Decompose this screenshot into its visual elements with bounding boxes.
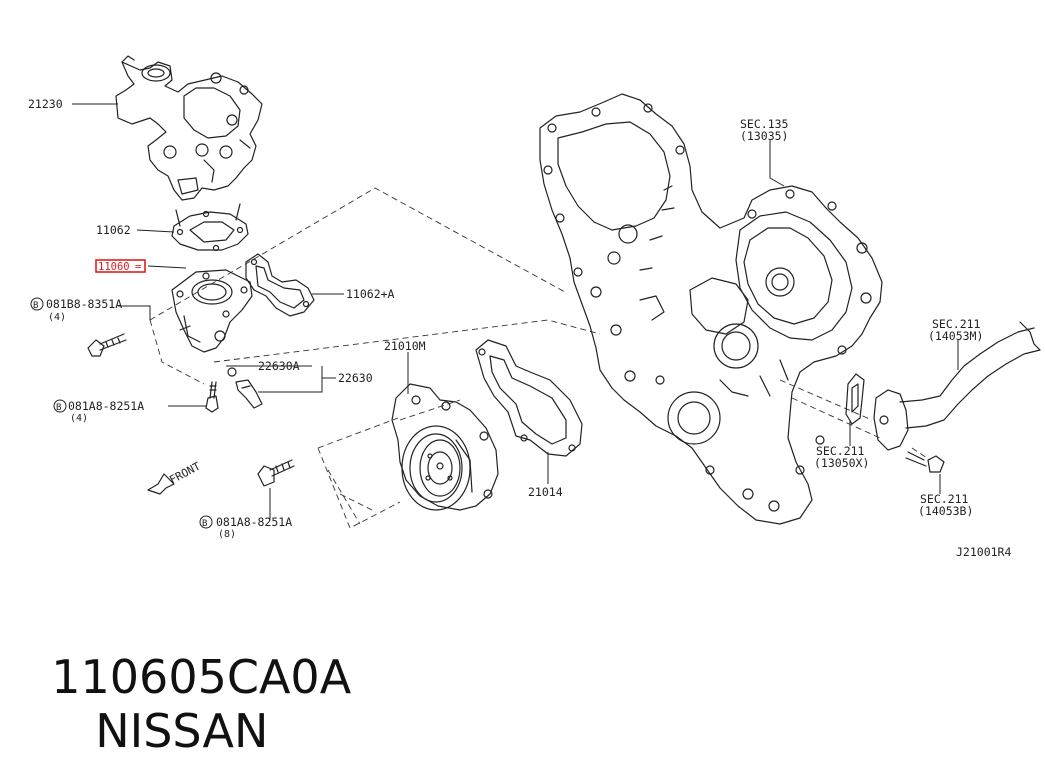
timing-cover-sec135 [539, 93, 883, 525]
label-bolt-081a8-top-qty: (4) [70, 413, 88, 424]
label-sec211-b-sub: (13050X) [814, 456, 869, 470]
label-bolt-081a8-top: 081A8-8251A [68, 399, 144, 413]
water-pump-21010m [391, 383, 499, 511]
label-11060: 11060 [98, 261, 130, 273]
label-21230: 21230 [28, 97, 63, 111]
gasket-11062 [171, 210, 249, 252]
temperature-sensor-22630 [227, 367, 263, 409]
bolt-081b8 [87, 333, 127, 357]
label-bolt-081a8-top-prefix: B [56, 403, 61, 413]
water-outlet-21230 [115, 55, 263, 227]
label-sec211-c-sub: (14053B) [918, 504, 973, 518]
label-11060-suffix: = [135, 261, 141, 273]
label-sec211-a-sub: (14053M) [928, 329, 983, 343]
gasket-21014 [475, 339, 583, 457]
label-21010m: 21010M [384, 339, 426, 353]
thermostat-housing-11060 [171, 269, 253, 353]
front-arrow [147, 473, 175, 495]
label-bolt-081b8: 081B8-8351A [46, 297, 122, 311]
parts-diagram: 21230 11062 11060 = 11062+A B 081B8-8351… [28, 55, 1041, 559]
label-sec211-c: SEC.211 [920, 492, 969, 506]
label-bolt-081b8-prefix: B [33, 301, 38, 311]
part-number: 110605CA0A [51, 650, 352, 704]
label-11062: 11062 [96, 223, 131, 237]
label-21014: 21014 [528, 485, 563, 499]
label-sec135-sub: (13035) [740, 129, 788, 143]
highlight-box-11060 [95, 259, 146, 273]
bolt-081a8-bottom [257, 459, 295, 487]
assembly-dashed-lines [149, 187, 931, 529]
label-11062-a: 11062+A [346, 287, 395, 301]
gasket-13050x [845, 373, 865, 425]
label-sec211-b: SEC.211 [816, 444, 865, 458]
brand-name: NISSAN [95, 704, 269, 758]
bolt-14053b [905, 451, 945, 473]
label-front: FRONT [167, 459, 203, 486]
bolt-prefix-circles [30, 297, 213, 529]
label-bolt-081b8-qty: (4) [48, 312, 66, 323]
label-bolt-081a8-bottom-qty: (8) [218, 529, 236, 540]
gasket-11062-a [245, 253, 315, 317]
water-pipe-14053m [873, 321, 1041, 451]
label-22630: 22630 [338, 371, 373, 385]
part-caption: 110605CA0A NISSAN [22, 596, 351, 758]
leader-lines [72, 103, 959, 520]
label-sec135: SEC.135 [740, 117, 788, 131]
drawing-code: J21001R4 [956, 545, 1011, 559]
bolt-081a8-top [205, 381, 219, 413]
label-sec211-a: SEC.211 [932, 317, 981, 331]
label-22630a: 22630A [258, 359, 300, 373]
label-bolt-081a8-bottom-prefix: B [202, 519, 207, 529]
label-bolt-081a8-bottom: 081A8-8251A [216, 515, 292, 529]
